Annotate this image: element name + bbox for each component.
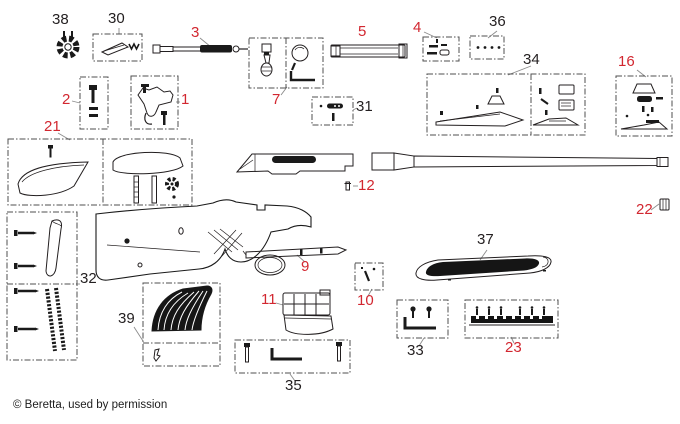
- part-label-2: 2: [62, 91, 71, 108]
- part-2-box: [79, 76, 109, 130]
- part-label-5: 5: [358, 23, 367, 40]
- part-33-box: [396, 299, 449, 339]
- part-36-drawing: [476, 46, 501, 49]
- part-33-drawing: [403, 306, 436, 330]
- part-34-drawing: [435, 84, 580, 127]
- stock-drawing: [95, 199, 312, 281]
- part-label-35: 35: [285, 377, 302, 394]
- part-label-21: 21: [44, 118, 61, 135]
- part-1-box: [130, 75, 179, 130]
- part-9-drawing: [242, 246, 348, 276]
- part-label-3: 3: [191, 24, 200, 41]
- part-2-drawing: [89, 85, 98, 117]
- part-label-37: 37: [477, 231, 494, 248]
- part-3-drawing: [152, 44, 248, 54]
- part-23-box: [464, 299, 559, 339]
- part-label-16: 16: [618, 53, 635, 70]
- part-37-drawing: [415, 255, 552, 281]
- part-label-32: 32: [80, 270, 97, 287]
- part-label-33: 33: [407, 342, 424, 359]
- part-label-31: 31: [356, 98, 373, 115]
- part-39-drawing: [151, 285, 213, 362]
- part-12-drawing: [344, 181, 351, 191]
- part-38-drawing: [56, 31, 80, 59]
- part-1-drawing: [137, 84, 174, 125]
- part-36-box: [469, 35, 505, 60]
- part-label-11: 11: [261, 291, 277, 308]
- part-label-9: 9: [301, 258, 310, 275]
- part-label-36: 36: [489, 13, 506, 30]
- barrel-drawing: [371, 152, 669, 171]
- part-31-drawing: [319, 103, 343, 121]
- part-32-box: [6, 211, 78, 361]
- part-label-30: 30: [108, 10, 125, 27]
- part-16-drawing: [620, 83, 669, 130]
- part-16-box: [615, 75, 673, 137]
- part-label-4: 4: [413, 19, 422, 36]
- part-35-drawing: [244, 342, 342, 363]
- part-label-22: 22: [636, 201, 653, 218]
- leader-lines: [57, 28, 660, 382]
- part-11-drawing: [282, 289, 334, 335]
- part-label-1: 1: [181, 91, 190, 108]
- part-label-23: 23: [505, 339, 522, 356]
- part-label-10: 10: [357, 292, 374, 309]
- part-group-boxes: [6, 33, 673, 374]
- part-34-box: [426, 73, 586, 136]
- part-32-drawing: [14, 219, 66, 352]
- part-5-drawing: [330, 43, 408, 59]
- part-4-drawing: [427, 39, 450, 56]
- part-39-box: [142, 282, 221, 367]
- part-10-box: [354, 262, 384, 291]
- part-7-drawing: [260, 43, 315, 82]
- part-21-drawing: [17, 145, 184, 204]
- part-30-box: [92, 33, 143, 62]
- part-label-34: 34: [523, 51, 540, 68]
- part-label-38: 38: [52, 11, 69, 28]
- part-label-39: 39: [118, 310, 135, 327]
- part-30-drawing: [100, 42, 140, 56]
- part-label-12: 12: [358, 177, 375, 194]
- part-35-box: [234, 339, 351, 374]
- part-31-box: [311, 96, 354, 126]
- part-label-7: 7: [272, 91, 281, 108]
- part-22-drawing: [659, 198, 670, 211]
- copyright-notice: © Beretta, used by permission: [13, 399, 168, 411]
- part-10-drawing: [361, 267, 376, 282]
- part-4-box: [422, 36, 460, 62]
- part-23-drawing: [469, 306, 555, 326]
- part-21-box: [7, 138, 193, 206]
- receiver-drawing: [235, 153, 354, 175]
